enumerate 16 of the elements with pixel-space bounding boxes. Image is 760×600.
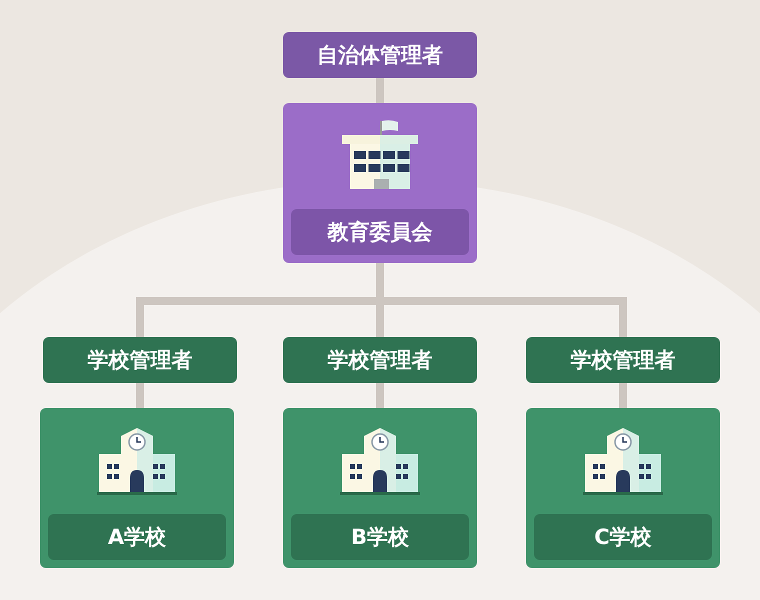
role-label: 自治体管理者 xyxy=(283,32,477,78)
organization-card xyxy=(526,408,720,568)
role-label: 学校管理者 xyxy=(526,337,720,383)
organization-card xyxy=(283,103,477,263)
connector-line xyxy=(619,383,627,408)
name-label: A学校 xyxy=(48,514,226,560)
connector-line xyxy=(376,78,384,103)
role-label: 学校管理者 xyxy=(43,337,237,383)
name-label: C学校 xyxy=(534,514,712,560)
name-label: B学校 xyxy=(291,514,469,560)
organization-card xyxy=(283,408,477,568)
connector-line xyxy=(136,383,144,408)
name-label: 教育委員会 xyxy=(291,209,469,255)
organization-card xyxy=(40,408,234,568)
connector-line xyxy=(376,383,384,408)
role-label: 学校管理者 xyxy=(283,337,477,383)
